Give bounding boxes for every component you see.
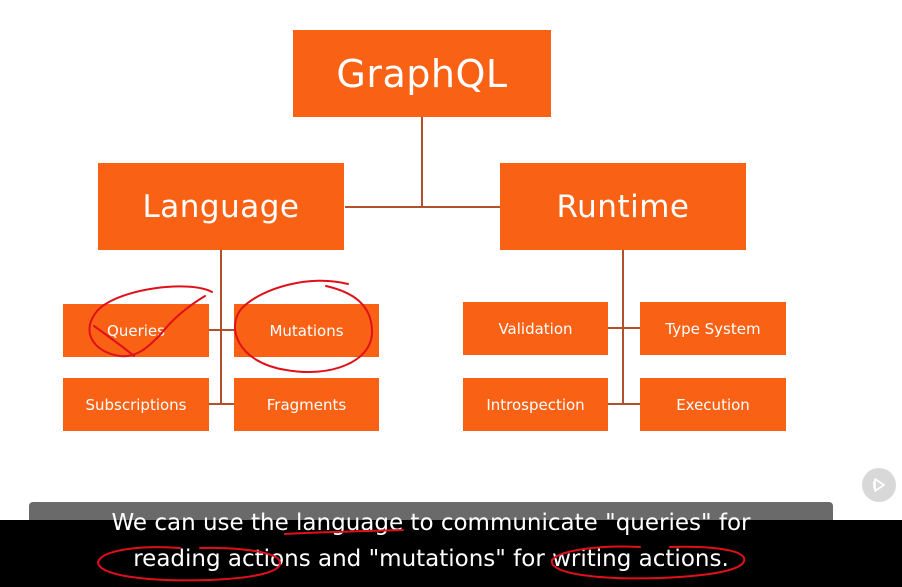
node-introspection: Introspection [463, 378, 608, 431]
node-language: Language [98, 163, 344, 250]
node-graphql: GraphQL [293, 30, 551, 117]
node-execution: Execution [640, 378, 786, 431]
play-forward-icon [873, 478, 885, 492]
node-queries: Queries [63, 304, 209, 357]
caption-line-2: reading actions and "mutations" for writ… [133, 546, 729, 572]
node-validation: Validation [463, 302, 608, 355]
node-mutations: Mutations [234, 304, 379, 357]
caption-tab [29, 502, 833, 522]
caption-line-1: We can use the language to communicate "… [111, 510, 751, 536]
node-fragments: Fragments [234, 378, 379, 431]
node-subscriptions: Subscriptions [63, 378, 209, 431]
play-button[interactable] [862, 468, 896, 502]
node-runtime: Runtime [500, 163, 746, 250]
node-type-system: Type System [640, 302, 786, 355]
